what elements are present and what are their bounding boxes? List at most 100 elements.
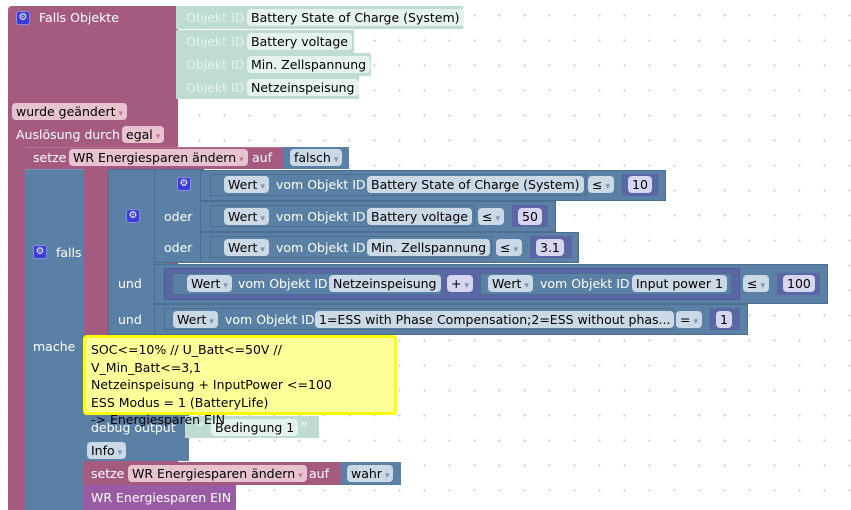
- number-field[interactable]: 1: [716, 311, 732, 328]
- chevron-down-icon: ▾: [464, 281, 470, 291]
- trigger-label: Falls Objekte: [39, 10, 119, 25]
- chevron-down-icon: ▾: [495, 214, 501, 224]
- operator: ≤: [747, 276, 758, 291]
- from-object-label: vom Objekt ID: [238, 276, 328, 291]
- value-mode: Wert: [177, 312, 207, 327]
- chevron-down-icon: ▾: [693, 317, 699, 327]
- object-id-field[interactable]: Input power 1: [632, 275, 727, 292]
- chevron-down-icon: ▾: [605, 182, 611, 192]
- operator-dropdown[interactable]: ≤▾: [743, 275, 770, 292]
- chevron-down-icon: ▾: [118, 109, 124, 119]
- to-label: auf: [252, 150, 272, 165]
- trigger-by-value: egal: [126, 127, 153, 142]
- chevron-down-icon: ▾: [260, 182, 265, 192]
- procedure-name: WR Energiesparen EIN: [91, 490, 232, 505]
- mutator-gear-icon[interactable]: ⚙: [33, 245, 47, 259]
- chevron-down-icon: ▾: [513, 245, 519, 255]
- object-id-field[interactable]: Min. Zellspannung: [247, 56, 371, 73]
- object-id-field[interactable]: Netzeinspeisung: [329, 275, 441, 292]
- number-field[interactable]: 50: [518, 208, 542, 225]
- close-quote-icon: ”: [300, 419, 309, 434]
- number-field[interactable]: 10: [628, 176, 652, 193]
- value-mode-dropdown[interactable]: Wert▾: [173, 311, 218, 328]
- boolean-value: falsch: [294, 150, 331, 165]
- chevron-down-icon: ▾: [117, 448, 123, 458]
- operator-dropdown[interactable]: ≤▾: [478, 208, 505, 225]
- value-mode-dropdown[interactable]: Wert▾: [224, 176, 269, 193]
- comment-block[interactable]: SOC<=10% // U_Batt<=50V // V_Min_Batt<=3…: [83, 335, 397, 427]
- trigger-by-dropdown[interactable]: egal▾: [122, 126, 165, 143]
- chevron-down-icon: ▾: [333, 155, 339, 165]
- object-id-field[interactable]: Battery voltage: [367, 208, 472, 225]
- comment-line: Netzeinspeisung + InputPower <=100: [91, 377, 332, 392]
- number-field[interactable]: 100: [783, 275, 815, 292]
- value-mode: Wert: [228, 177, 258, 192]
- operator: ≤: [500, 240, 511, 255]
- chevron-down-icon: ▾: [524, 281, 529, 291]
- object-id-field[interactable]: Battery State of Charge (System): [247, 9, 464, 26]
- and-label: und: [118, 312, 142, 327]
- chevron-down-icon: ▾: [209, 317, 214, 327]
- from-object-label: vom Objekt ID: [276, 177, 366, 192]
- chevron-down-icon: ▾: [384, 471, 390, 481]
- value-mode: Wert: [228, 209, 258, 224]
- set-label: setze: [91, 466, 125, 481]
- chevron-down-icon: ▾: [239, 155, 244, 165]
- arith-operator: +: [451, 276, 462, 291]
- if-block[interactable]: [25, 169, 84, 510]
- object-id-prefix: Objekt ID: [186, 57, 245, 72]
- mutator-gear-icon[interactable]: ⚙: [126, 209, 140, 223]
- value-mode-dropdown[interactable]: Wert▾: [187, 275, 232, 292]
- object-id-prefix: Objekt ID: [186, 80, 245, 95]
- arithmetic-operator-dropdown[interactable]: +▾: [447, 275, 474, 292]
- chevron-down-icon: ▾: [260, 245, 265, 255]
- value-mode: Wert: [492, 276, 522, 291]
- log-level: Info: [91, 443, 115, 458]
- procedure-call-block[interactable]: [83, 485, 236, 510]
- value-mode: Wert: [191, 276, 221, 291]
- mutator-gear-icon[interactable]: ⚙: [16, 11, 30, 25]
- variable-name: WR Energiesparen ändern: [73, 150, 237, 165]
- object-id-field[interactable]: Battery voltage: [247, 33, 352, 50]
- variable-dropdown[interactable]: WR Energiesparen ändern▾: [128, 465, 307, 482]
- comment-line: SOC<=10% // U_Batt<=50V // V_Min_Batt<=3…: [91, 342, 282, 375]
- debug-label: debug output: [91, 420, 176, 435]
- operator: ≤: [592, 177, 603, 192]
- variable-name: WR Energiesparen ändern: [132, 466, 296, 481]
- number-field[interactable]: 3.1: [536, 239, 564, 256]
- value-mode-dropdown[interactable]: Wert▾: [224, 208, 269, 225]
- chevron-down-icon: ▾: [223, 281, 228, 291]
- chevron-down-icon: ▾: [760, 281, 766, 291]
- or-label: oder: [164, 240, 193, 255]
- comment-line: -> Energiesparen EIN: [91, 412, 225, 427]
- object-id-field[interactable]: Min. Zellspannung: [367, 239, 491, 256]
- log-level-dropdown[interactable]: Info▾: [87, 442, 127, 459]
- operator-dropdown[interactable]: ≤▾: [588, 176, 615, 193]
- boolean-dropdown[interactable]: falsch▾: [290, 149, 343, 166]
- chevron-down-icon: ▾: [260, 214, 265, 224]
- set-label: setze: [33, 150, 67, 165]
- debug-text-field[interactable]: Bedingung 1: [211, 419, 299, 436]
- chevron-down-icon: ▾: [155, 132, 161, 142]
- change-mode-dropdown[interactable]: wurde geändert▾: [12, 103, 128, 120]
- value-mode-dropdown[interactable]: Wert▾: [224, 239, 269, 256]
- value-mode-dropdown[interactable]: Wert▾: [488, 275, 533, 292]
- object-id-field[interactable]: Netzeinspeisung: [247, 79, 359, 96]
- from-object-label: vom Objekt ID: [225, 312, 315, 327]
- from-object-label: vom Objekt ID: [276, 209, 366, 224]
- operator-dropdown[interactable]: ≤▾: [496, 239, 523, 256]
- comment-line: ESS Modus = 1 (BatteryLife): [91, 394, 269, 410]
- object-id-prefix: Objekt ID: [186, 10, 245, 25]
- if-label: falls: [56, 245, 82, 260]
- object-id-field[interactable]: 1=ESS with Phase Compensation;2=ESS with…: [315, 311, 675, 328]
- open-quote-icon: “: [196, 419, 205, 434]
- mutator-gear-icon[interactable]: ⚙: [177, 177, 191, 191]
- variable-dropdown[interactable]: WR Energiesparen ändern▾: [69, 149, 248, 166]
- value-mode: Wert: [228, 240, 258, 255]
- object-id-field[interactable]: Battery State of Charge (System): [367, 176, 584, 193]
- or-label: oder: [164, 209, 193, 224]
- and-label: und: [118, 276, 142, 291]
- operator-dropdown[interactable]: =▾: [676, 311, 703, 328]
- boolean-dropdown[interactable]: wahr▾: [347, 465, 394, 482]
- boolean-value: wahr: [351, 466, 382, 481]
